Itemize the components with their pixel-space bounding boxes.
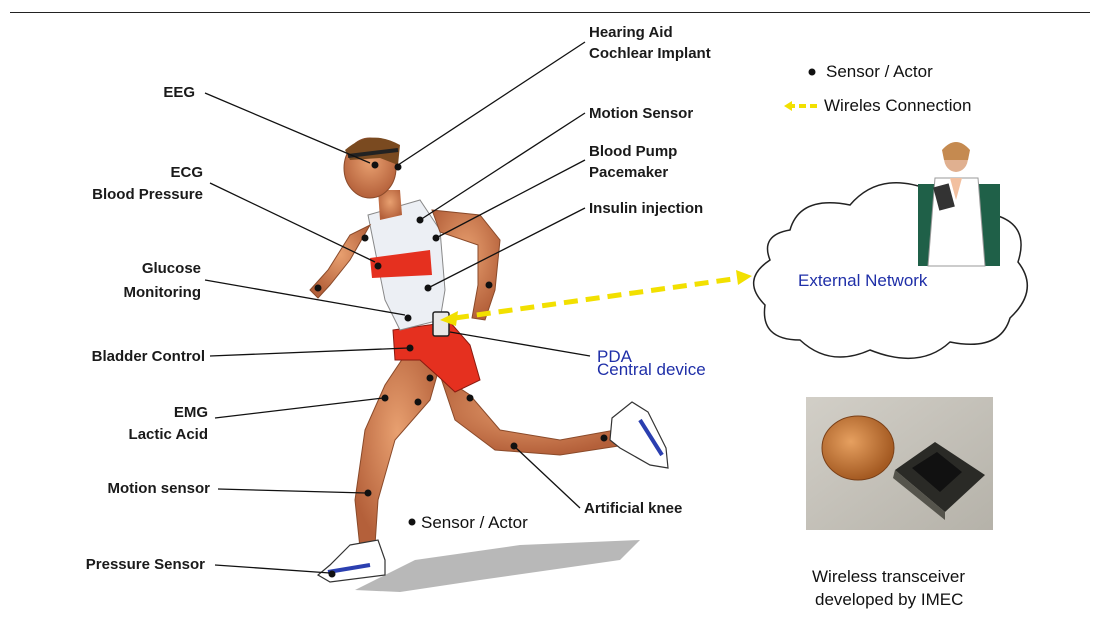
label-pressure-sensor: Pressure Sensor [86, 554, 205, 575]
label-artificial-knee: Artificial knee [584, 498, 682, 519]
label-insulin-injection: Insulin injection [589, 198, 703, 219]
label-lactic-acid: Lactic Acid [129, 424, 208, 445]
label-monitoring: Monitoring [124, 282, 201, 303]
bottom-sensor-actor: Sensor / Actor [421, 512, 528, 534]
label-glucose: Glucose [142, 258, 201, 279]
legend-wireless-connection: Wireles Connection [824, 95, 971, 117]
legend-sensor-actor: Sensor / Actor [826, 61, 933, 83]
label-central-device: Central device [597, 359, 706, 381]
label-external-network: External Network [798, 270, 927, 292]
label-eeg: EEG [163, 82, 195, 103]
caption-line-1: Wireless transceiver [812, 566, 965, 588]
label-motion-sensor-lower: Motion sensor [107, 478, 210, 499]
legend-dot [809, 69, 816, 76]
label-hearing-aid: Hearing Aid [589, 22, 673, 43]
label-motion-sensor-upper: Motion Sensor [589, 103, 693, 124]
label-blood-pump: Blood Pump [589, 141, 677, 162]
doctor-illustration [918, 142, 1000, 266]
caption-line-2: developed by IMEC [815, 589, 963, 611]
label-blood-pressure: Blood Pressure [92, 184, 203, 205]
bottom-legend-dot [409, 519, 416, 526]
label-ecg: ECG [170, 162, 203, 183]
label-cochlear-implant: Cochlear Implant [589, 43, 711, 64]
ground-shadow [355, 540, 640, 592]
label-pacemaker: Pacemaker [589, 162, 668, 183]
transceiver-photo [806, 397, 993, 530]
label-bladder-control: Bladder Control [92, 346, 205, 367]
label-emg: EMG [174, 402, 208, 423]
